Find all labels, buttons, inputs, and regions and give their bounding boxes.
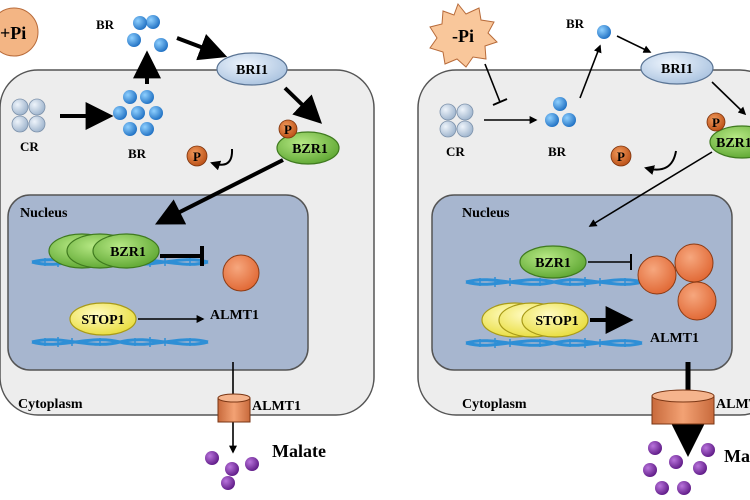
left-nucleus-label: Nucleus xyxy=(20,206,68,221)
left-dephos-curve-icon xyxy=(210,148,234,171)
left-cr-label: CR xyxy=(20,139,39,154)
right-panel: -Pi BR BRI1 CR BR xyxy=(417,2,750,495)
right-bzr1-cyto xyxy=(709,125,750,159)
left-condition-label: +Pi xyxy=(0,23,26,43)
right-phos-bound-icon xyxy=(706,112,726,132)
right-cytoplasm-label: Cytoplasm xyxy=(462,397,527,412)
right-arrow-br-up xyxy=(579,44,602,99)
right-cr-cluster xyxy=(439,103,474,138)
right-br-top-label: BR xyxy=(566,16,585,31)
right-inhibit-icon xyxy=(588,254,632,270)
right-arrow-bzr1-to-nucleus xyxy=(588,151,713,227)
right-bri1-receptor xyxy=(640,51,714,85)
right-nucleus-label: Nucleus xyxy=(462,206,510,221)
right-stop1-label: STOP1 xyxy=(535,314,578,329)
right-almt1-channel-label: ALMT1 xyxy=(716,397,750,412)
left-br-top-cluster xyxy=(127,15,168,52)
left-br-mid-cluster xyxy=(113,90,163,136)
left-stop1-label: STOP1 xyxy=(81,313,124,328)
right-phos-free-label: P xyxy=(617,149,625,164)
right-dna-helix-1-icon xyxy=(465,277,643,287)
left-malate-label: Malate xyxy=(272,441,326,461)
left-almt1-channel-icon xyxy=(217,393,251,423)
left-bzr1-dna-label: BZR1 xyxy=(110,245,146,260)
right-br-top-dot xyxy=(597,25,611,39)
right-phos-free-icon xyxy=(610,145,632,167)
left-bzr1-cyto-label: BZR1 xyxy=(292,142,328,157)
left-dna-helix-2-icon xyxy=(31,337,209,347)
left-phos-free-icon xyxy=(186,145,208,167)
left-br-mid-label: BR xyxy=(128,146,147,161)
right-malate-label: Malate xyxy=(724,446,750,466)
left-arrow-bzr1-to-nucleus xyxy=(154,158,284,225)
pi-badge-icon xyxy=(0,7,39,57)
left-arrow-bri1-to-bzr1 xyxy=(283,86,323,124)
right-almt1-protein-cluster-icon xyxy=(637,243,717,321)
left-malate-cluster xyxy=(205,451,259,490)
left-phos-bound-icon xyxy=(278,119,298,139)
right-br-mid-cluster xyxy=(545,97,576,127)
left-bzr1-dna-stack xyxy=(48,233,160,269)
right-cr-label: CR xyxy=(446,144,465,159)
left-bzr1-cyto xyxy=(276,131,340,165)
right-pi-inhibit-icon xyxy=(484,63,508,106)
left-cr-cluster xyxy=(11,98,46,133)
right-bzr1-cyto-label: BZR1 xyxy=(716,136,750,151)
left-stop1 xyxy=(69,302,137,336)
right-almt1-gene-label: ALMT1 xyxy=(650,331,699,346)
left-almt1-gene-label: ALMT1 xyxy=(210,308,259,323)
right-br-mid-label: BR xyxy=(548,144,567,159)
right-arrow-bri1-to-bzr1 xyxy=(711,81,747,116)
left-panel: +Pi BR BRI1 CR xyxy=(0,7,375,490)
right-bzr1-dna xyxy=(519,245,587,279)
right-dephos-curve-icon xyxy=(644,150,677,175)
left-almt1-channel-label: ALMT1 xyxy=(252,399,301,414)
left-cytoplasm-label: Cytoplasm xyxy=(18,397,83,412)
right-bri1-label: BRI1 xyxy=(661,62,693,77)
left-phos-free-label: P xyxy=(193,149,201,164)
right-bzr1-dna-label: BZR1 xyxy=(535,256,571,271)
right-phos-bound-label: P xyxy=(712,115,720,130)
right-condition-label: -Pi xyxy=(452,26,474,46)
right-arrow-br-to-bri1 xyxy=(616,35,652,53)
right-dna-helix-2-icon xyxy=(465,338,643,348)
starburst-icon xyxy=(429,2,498,68)
left-arrow-br-to-bri1 xyxy=(176,33,228,61)
left-phos-bound-label: P xyxy=(284,122,292,137)
left-almt1-protein-icon xyxy=(222,254,260,292)
right-malate-cluster xyxy=(643,441,715,495)
left-inhibit-icon xyxy=(160,246,204,266)
right-almt1-channel-icon xyxy=(651,389,715,425)
left-br-top-label: BR xyxy=(96,17,115,32)
left-bri1-label: BRI1 xyxy=(236,63,268,78)
right-stop1-stack xyxy=(481,302,589,338)
left-bri1-receptor xyxy=(216,52,288,86)
